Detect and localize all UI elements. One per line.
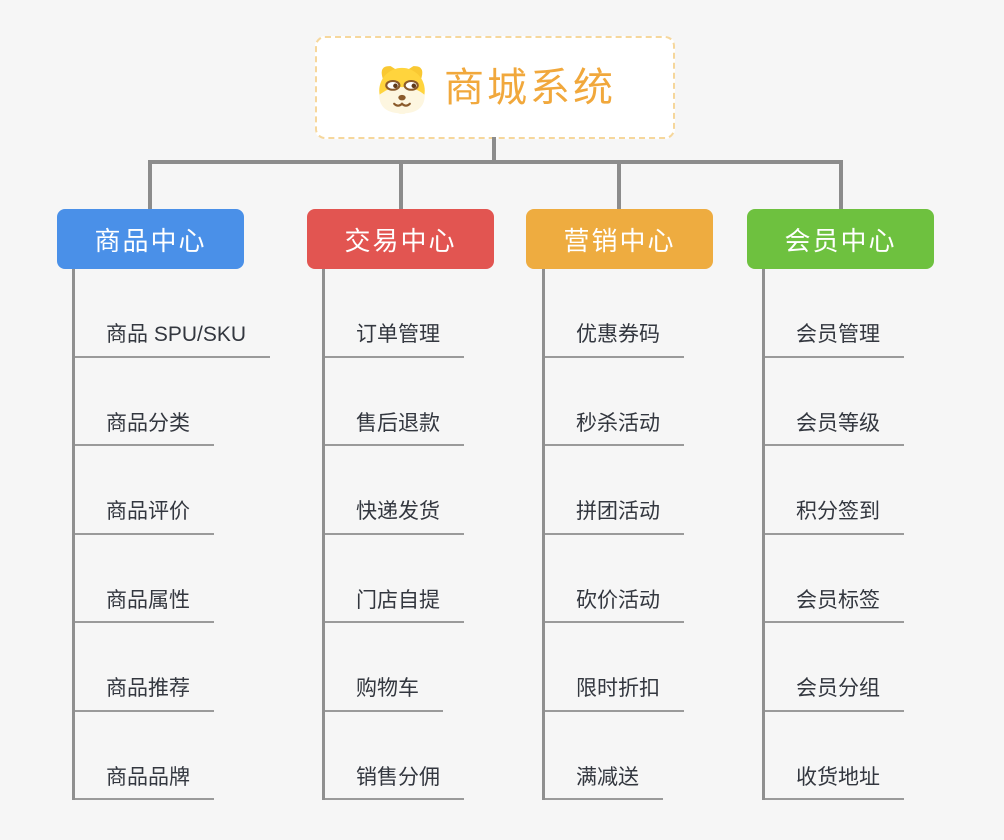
leaf-node[interactable]: 拼团活动 xyxy=(542,446,822,535)
leaf-label[interactable]: 商品评价 xyxy=(72,500,214,535)
leaf-label[interactable]: 会员标签 xyxy=(762,589,904,623)
leaf-node[interactable]: 商品品牌 xyxy=(72,712,352,800)
leaf-node[interactable]: 满减送 xyxy=(542,712,822,800)
connector-root-stub xyxy=(492,137,496,164)
leaf-node[interactable]: 商品评价 xyxy=(72,446,352,535)
branch-node-trade-center[interactable]: 交易中心 xyxy=(307,209,494,269)
column-line xyxy=(542,269,545,800)
root-node[interactable]: 商城系统 xyxy=(315,36,675,139)
leaf-node[interactable]: 商品属性 xyxy=(72,535,352,623)
leaf-label[interactable]: 售后退款 xyxy=(322,412,464,446)
leaf-node[interactable]: 会员分组 xyxy=(762,623,1004,712)
leaf-node[interactable]: 会员等级 xyxy=(762,358,1004,446)
leaf-node[interactable]: 限时折扣 xyxy=(542,623,822,712)
leaf-label[interactable]: 收货地址 xyxy=(762,766,904,800)
leaf-label[interactable]: 砍价活动 xyxy=(542,589,684,623)
leaf-label[interactable]: 拼团活动 xyxy=(542,500,684,535)
branch-node-marketing-center[interactable]: 营销中心 xyxy=(526,209,713,269)
connector-drop-2 xyxy=(399,160,403,210)
leaf-label[interactable]: 商品分类 xyxy=(72,412,214,446)
leaf-label[interactable]: 商品属性 xyxy=(72,589,214,623)
connector-horizontal-bar xyxy=(148,160,843,164)
leaf-label[interactable]: 优惠券码 xyxy=(542,323,684,358)
leaf-label[interactable]: 门店自提 xyxy=(322,589,464,623)
branch-node-product-center[interactable]: 商品中心 xyxy=(57,209,244,269)
leaf-column-product: 商品 SPU/SKU 商品分类 商品评价 商品属性 商品推荐 商品品牌 xyxy=(72,269,352,800)
column-line xyxy=(72,269,75,800)
leaf-node[interactable]: 门店自提 xyxy=(322,535,602,623)
leaf-node[interactable]: 销售分佣 xyxy=(322,712,602,800)
leaf-node[interactable]: 快递发货 xyxy=(322,446,602,535)
leaf-label[interactable]: 会员分组 xyxy=(762,677,904,712)
leaf-node[interactable]: 购物车 xyxy=(322,623,602,712)
leaf-column-member: 会员管理 会员等级 积分签到 会员标签 会员分组 收货地址 xyxy=(762,269,1004,800)
column-line xyxy=(322,269,325,800)
connector-drop-1 xyxy=(148,160,152,210)
leaf-node[interactable]: 优惠券码 xyxy=(542,269,822,358)
leaf-label[interactable]: 限时折扣 xyxy=(542,677,684,712)
leaf-node[interactable]: 会员管理 xyxy=(762,269,1004,358)
leaf-label[interactable]: 商品 SPU/SKU xyxy=(72,323,271,358)
leaf-node[interactable]: 秒杀活动 xyxy=(542,358,822,446)
leaf-node[interactable]: 商品推荐 xyxy=(72,623,352,712)
leaf-label[interactable]: 会员等级 xyxy=(762,412,904,446)
leaf-node[interactable]: 商品分类 xyxy=(72,358,352,446)
branch-node-member-center[interactable]: 会员中心 xyxy=(747,209,934,269)
leaf-label[interactable]: 商品品牌 xyxy=(72,766,214,800)
leaf-column-trade: 订单管理 售后退款 快递发货 门店自提 购物车 销售分佣 xyxy=(322,269,602,800)
leaf-label[interactable]: 秒杀活动 xyxy=(542,412,684,446)
dog-face-icon xyxy=(379,65,425,113)
leaf-label[interactable]: 购物车 xyxy=(322,677,443,712)
leaf-label[interactable]: 订单管理 xyxy=(322,323,464,358)
leaf-column-marketing: 优惠券码 秒杀活动 拼团活动 砍价活动 限时折扣 满减送 xyxy=(542,269,822,800)
leaf-node[interactable]: 收货地址 xyxy=(762,712,1004,800)
leaf-node[interactable]: 商品 SPU/SKU xyxy=(72,269,352,358)
leaf-label[interactable]: 销售分佣 xyxy=(322,766,464,800)
leaf-node[interactable]: 会员标签 xyxy=(762,535,1004,623)
leaf-node[interactable]: 订单管理 xyxy=(322,269,602,358)
column-line xyxy=(762,269,765,800)
connector-drop-3 xyxy=(617,160,621,210)
leaf-node[interactable]: 积分签到 xyxy=(762,446,1004,535)
leaf-node[interactable]: 砍价活动 xyxy=(542,535,822,623)
leaf-label[interactable]: 快递发货 xyxy=(322,500,464,535)
leaf-label[interactable]: 积分签到 xyxy=(762,500,904,535)
leaf-label[interactable]: 满减送 xyxy=(542,766,663,800)
root-title: 商城系统 xyxy=(444,65,616,110)
leaf-label[interactable]: 会员管理 xyxy=(762,323,904,358)
leaf-label[interactable]: 商品推荐 xyxy=(72,677,214,712)
connector-drop-4 xyxy=(839,160,843,210)
leaf-node[interactable]: 售后退款 xyxy=(322,358,602,446)
